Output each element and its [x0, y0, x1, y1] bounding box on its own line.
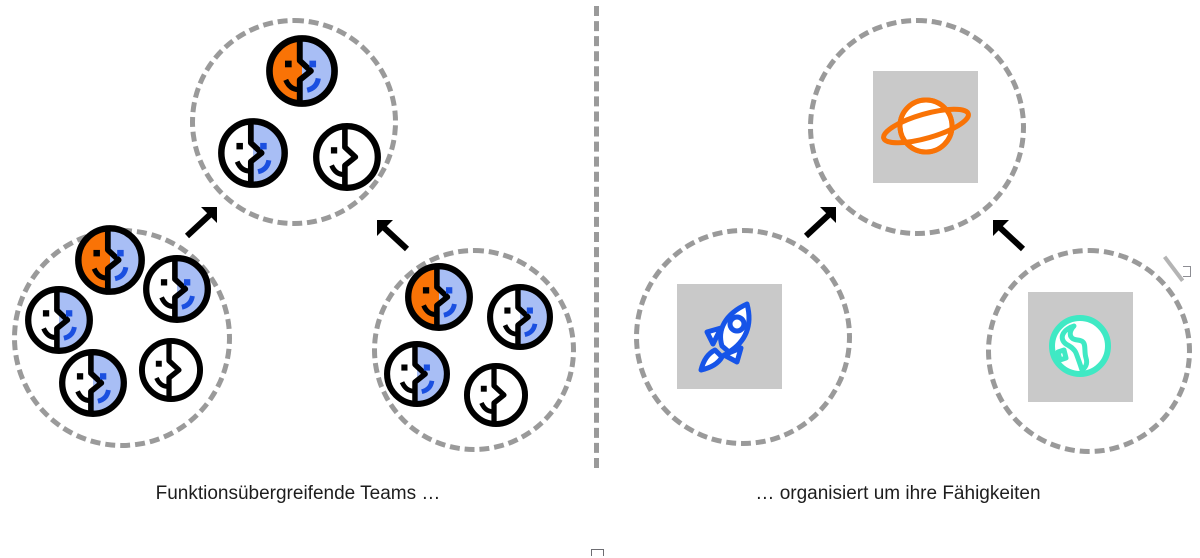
- face-br-bottom-left-white-blue: [383, 340, 451, 408]
- left-panel: Funktionsübergreifende Teams …: [0, 0, 596, 558]
- panel-divider: [594, 6, 599, 468]
- right-edge-artifact: [1163, 255, 1191, 284]
- capability-bubble-bottom-left: [634, 228, 852, 446]
- face-top-orange-blue: [265, 34, 339, 108]
- right-panel: … organisiert um ihre Fähigkeiten: [596, 0, 1200, 558]
- divider-handle-artifact: [591, 549, 604, 556]
- arrow-up-left-left-panel: [371, 216, 411, 252]
- arrow-up-right-left-panel: [183, 203, 223, 239]
- face-top-white-blue: [217, 117, 289, 189]
- right-caption: … organisiert um ihre Fähigkeiten: [755, 483, 1041, 504]
- face-bl-bottom-white-blue: [58, 348, 128, 418]
- team-bubble-bottom-right: [372, 248, 576, 452]
- face-br-white-white: [463, 362, 529, 428]
- face-top-white-white: [312, 122, 382, 192]
- face-bl-orange-blue: [74, 224, 146, 296]
- team-bubble-top: [190, 18, 398, 226]
- artifact-mark: [1183, 266, 1191, 277]
- arrow-up-right-right-panel: [802, 203, 842, 239]
- arrow-up-left-right-panel: [987, 216, 1027, 252]
- left-caption: Funktionsübergreifende Teams …: [155, 483, 441, 504]
- capability-bubble-bottom-right: [986, 248, 1192, 454]
- face-bl-right-white-blue: [142, 254, 212, 324]
- tile-planet: [873, 71, 978, 183]
- tile-globe: [1028, 292, 1133, 402]
- capability-bubble-top: [808, 18, 1026, 236]
- face-bl-white-white: [138, 337, 204, 403]
- face-bl-left-white-blue: [24, 285, 94, 355]
- face-br-top-right-white-blue: [486, 283, 554, 351]
- tile-rocket: [677, 284, 782, 389]
- face-br-orange-blue: [404, 262, 474, 332]
- artifact-stroke: [1163, 255, 1185, 282]
